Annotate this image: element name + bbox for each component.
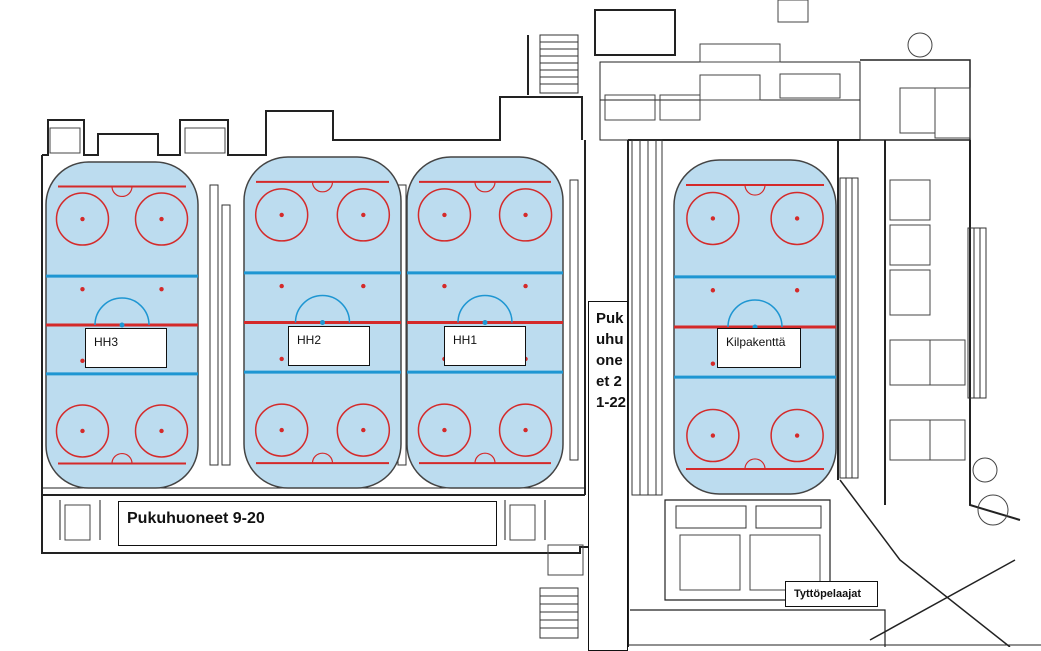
neutral-dot-hh2-0-1: [361, 283, 366, 289]
neutral-dot-hh2-1-0: [279, 356, 284, 362]
faceoff-circle-hh3-3: [55, 404, 110, 458]
faceoff-circle-kilpakentta-4: [770, 408, 824, 463]
locker-rooms-21-22-label: Pukuhuoneet 21-22: [588, 301, 628, 651]
center-circle-hh1: [457, 294, 513, 323]
neutral-dot-hh1-0-1: [523, 283, 528, 289]
crease-top-kilpakentta: [744, 185, 766, 196]
room-partitions: [49, 0, 1009, 591]
neutral-dot-hh3-1-0: [80, 358, 85, 364]
rink-label-kilpakentta: Kilpakenttä: [717, 328, 801, 368]
faceoff-dot-kilpakentta-4: [794, 433, 800, 438]
neutral-dot-kilpakentta-1-0: [710, 361, 716, 366]
neutral-dot-hh3-0-1: [159, 286, 164, 292]
neutral-dot-hh1-0-0: [442, 283, 447, 289]
neutral-dot-hh2-0-0: [279, 283, 284, 289]
faceoff-circle-hh1-3: [417, 403, 472, 457]
building-walls: [41, 9, 1041, 647]
faceoff-circle-hh1-2: [498, 188, 553, 242]
crease-top-hh1: [474, 181, 496, 193]
faceoff-circle-kilpakentta-1: [686, 191, 740, 246]
faceoff-circle-hh1-4: [498, 403, 553, 457]
faceoff-circle-hh2-1: [254, 188, 309, 242]
rink-label-hh1: HH1: [444, 326, 526, 366]
neutral-dot-kilpakentta-0-1: [794, 288, 800, 293]
rink-label-hh2: HH2: [288, 326, 370, 366]
faceoff-dot-hh1-3: [442, 427, 447, 433]
crease-bottom-hh2: [311, 452, 334, 464]
crease-bottom-hh1: [474, 452, 496, 464]
rink-label-hh3: HH3: [85, 328, 167, 368]
faceoff-circle-hh2-4: [336, 403, 391, 457]
faceoff-circle-hh3-2: [134, 192, 189, 246]
faceoff-dot-hh1-2: [523, 212, 528, 218]
faceoff-dot-hh3-3: [80, 428, 85, 434]
faceoff-dot-hh2-4: [361, 427, 366, 433]
neutral-dot-kilpakentta-0-0: [710, 288, 716, 293]
faceoff-dot-hh1-1: [442, 212, 447, 218]
bleachers: [209, 34, 987, 639]
faceoff-dot-hh3-1: [80, 216, 85, 222]
faceoff-circle-hh1-1: [417, 188, 472, 242]
faceoff-circle-kilpakentta-3: [686, 408, 740, 463]
faceoff-dot-hh3-2: [159, 216, 164, 222]
faceoff-dot-hh3-4: [159, 428, 164, 434]
center-circle-hh3: [94, 297, 150, 326]
faceoff-dot-kilpakentta-2: [794, 216, 800, 221]
crease-top-hh3: [111, 186, 133, 198]
faceoff-circle-hh2-3: [254, 403, 309, 457]
faceoff-circle-hh3-4: [134, 404, 189, 458]
locker-rooms-9-20-label: Pukuhuoneet 9-20: [118, 501, 497, 546]
center-circle-hh2: [294, 294, 351, 323]
crease-top-hh2: [311, 181, 334, 193]
center-dot-hh1: [482, 320, 488, 325]
faceoff-dot-hh2-3: [279, 427, 284, 433]
neutral-dot-hh3-0-0: [80, 286, 85, 292]
center-dot-hh3: [119, 322, 125, 328]
faceoff-dot-kilpakentta-1: [710, 216, 716, 221]
faceoff-circle-hh3-1: [55, 192, 110, 246]
crease-bottom-kilpakentta: [744, 458, 766, 469]
faceoff-circle-hh2-2: [336, 188, 391, 242]
faceoff-dot-hh2-2: [361, 212, 366, 218]
rinks: [45, 156, 837, 495]
center-dot-hh2: [320, 320, 325, 325]
faceoff-dot-kilpakentta-3: [710, 433, 716, 438]
faceoff-dot-hh1-4: [523, 427, 528, 433]
center-circle-kilpakentta: [727, 299, 783, 328]
crease-bottom-hh3: [111, 452, 133, 464]
faceoff-circle-kilpakentta-2: [770, 191, 824, 246]
faceoff-dot-hh2-1: [279, 212, 284, 218]
girls-players-label: Tyttöpelaajat: [785, 581, 878, 607]
